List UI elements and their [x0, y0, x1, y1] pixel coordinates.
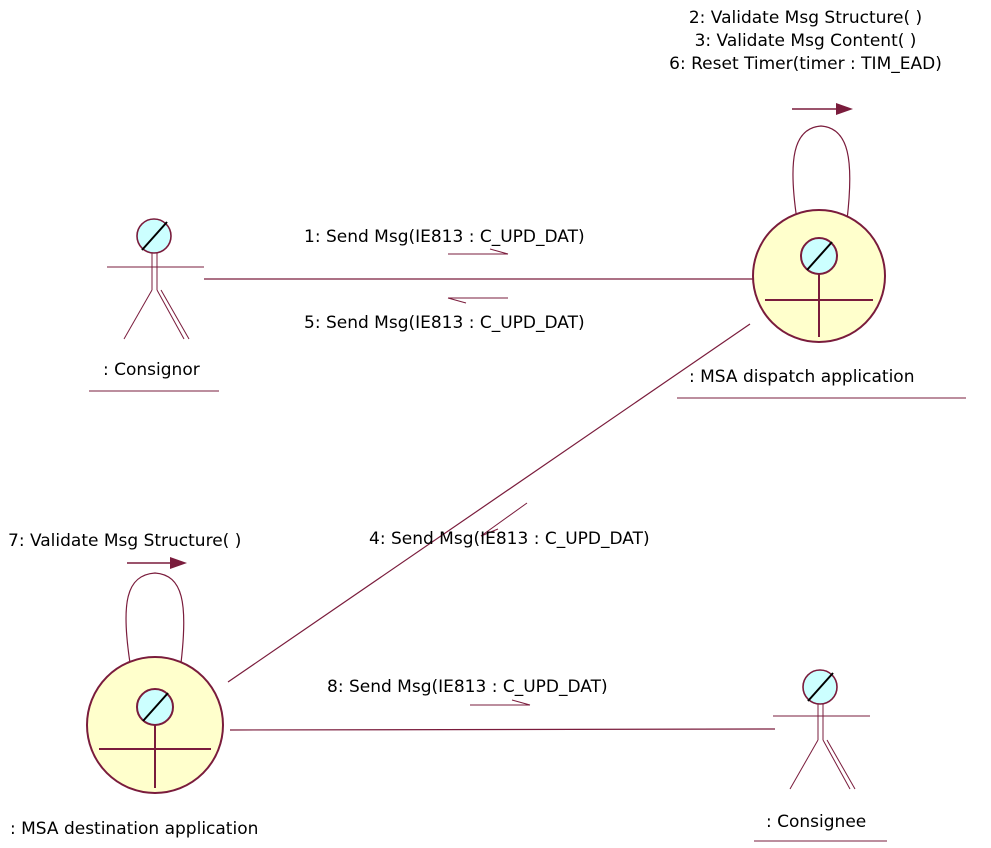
message-label-8: 8: Send Msg(IE813 : C_UPD_DAT): [327, 677, 608, 697]
arrow-msg-4: [480, 502, 528, 537]
arrow-msg-8: [470, 699, 531, 706]
link-dispatch-destination[interactable]: [227, 323, 751, 683]
object-name-destination: : MSA destination application: [10, 819, 259, 839]
message-label-2: 2: Validate Msg Structure( ): [688, 8, 923, 28]
message-label-1: 1: Send Msg(IE813 : C_UPD_DAT): [304, 227, 585, 247]
object-name-dispatch: : MSA dispatch application: [689, 367, 915, 387]
message-label-6: 6: Reset Timer(timer : TIM_EAD): [669, 54, 942, 74]
object-name-consignee: : Consignee: [766, 812, 867, 832]
actor-consignee[interactable]: [773, 669, 870, 790]
message-label-3: 3: Validate Msg Content( ): [694, 31, 917, 51]
arrow-msg-5: [447, 297, 508, 304]
message-label-7: 7: Validate Msg Structure( ): [8, 531, 242, 551]
arrow-msg-1: [448, 248, 509, 255]
control-object-destination[interactable]: [86, 656, 224, 794]
arrow-msg-7: [127, 557, 187, 569]
message-label-5: 5: Send Msg(IE813 : C_UPD_DAT): [304, 313, 585, 333]
self-loop-destination[interactable]: [125, 572, 185, 664]
link-destination-consignee[interactable]: [229, 728, 776, 731]
actor-consignor[interactable]: [107, 218, 204, 340]
arrow-msg-2-3-6: [792, 103, 853, 115]
object-name-consignor: : Consignor: [103, 360, 200, 380]
self-loop-dispatch[interactable]: [792, 125, 851, 221]
control-object-dispatch[interactable]: [752, 209, 886, 343]
message-label-4: 4: Send Msg(IE813 : C_UPD_DAT): [369, 529, 650, 549]
